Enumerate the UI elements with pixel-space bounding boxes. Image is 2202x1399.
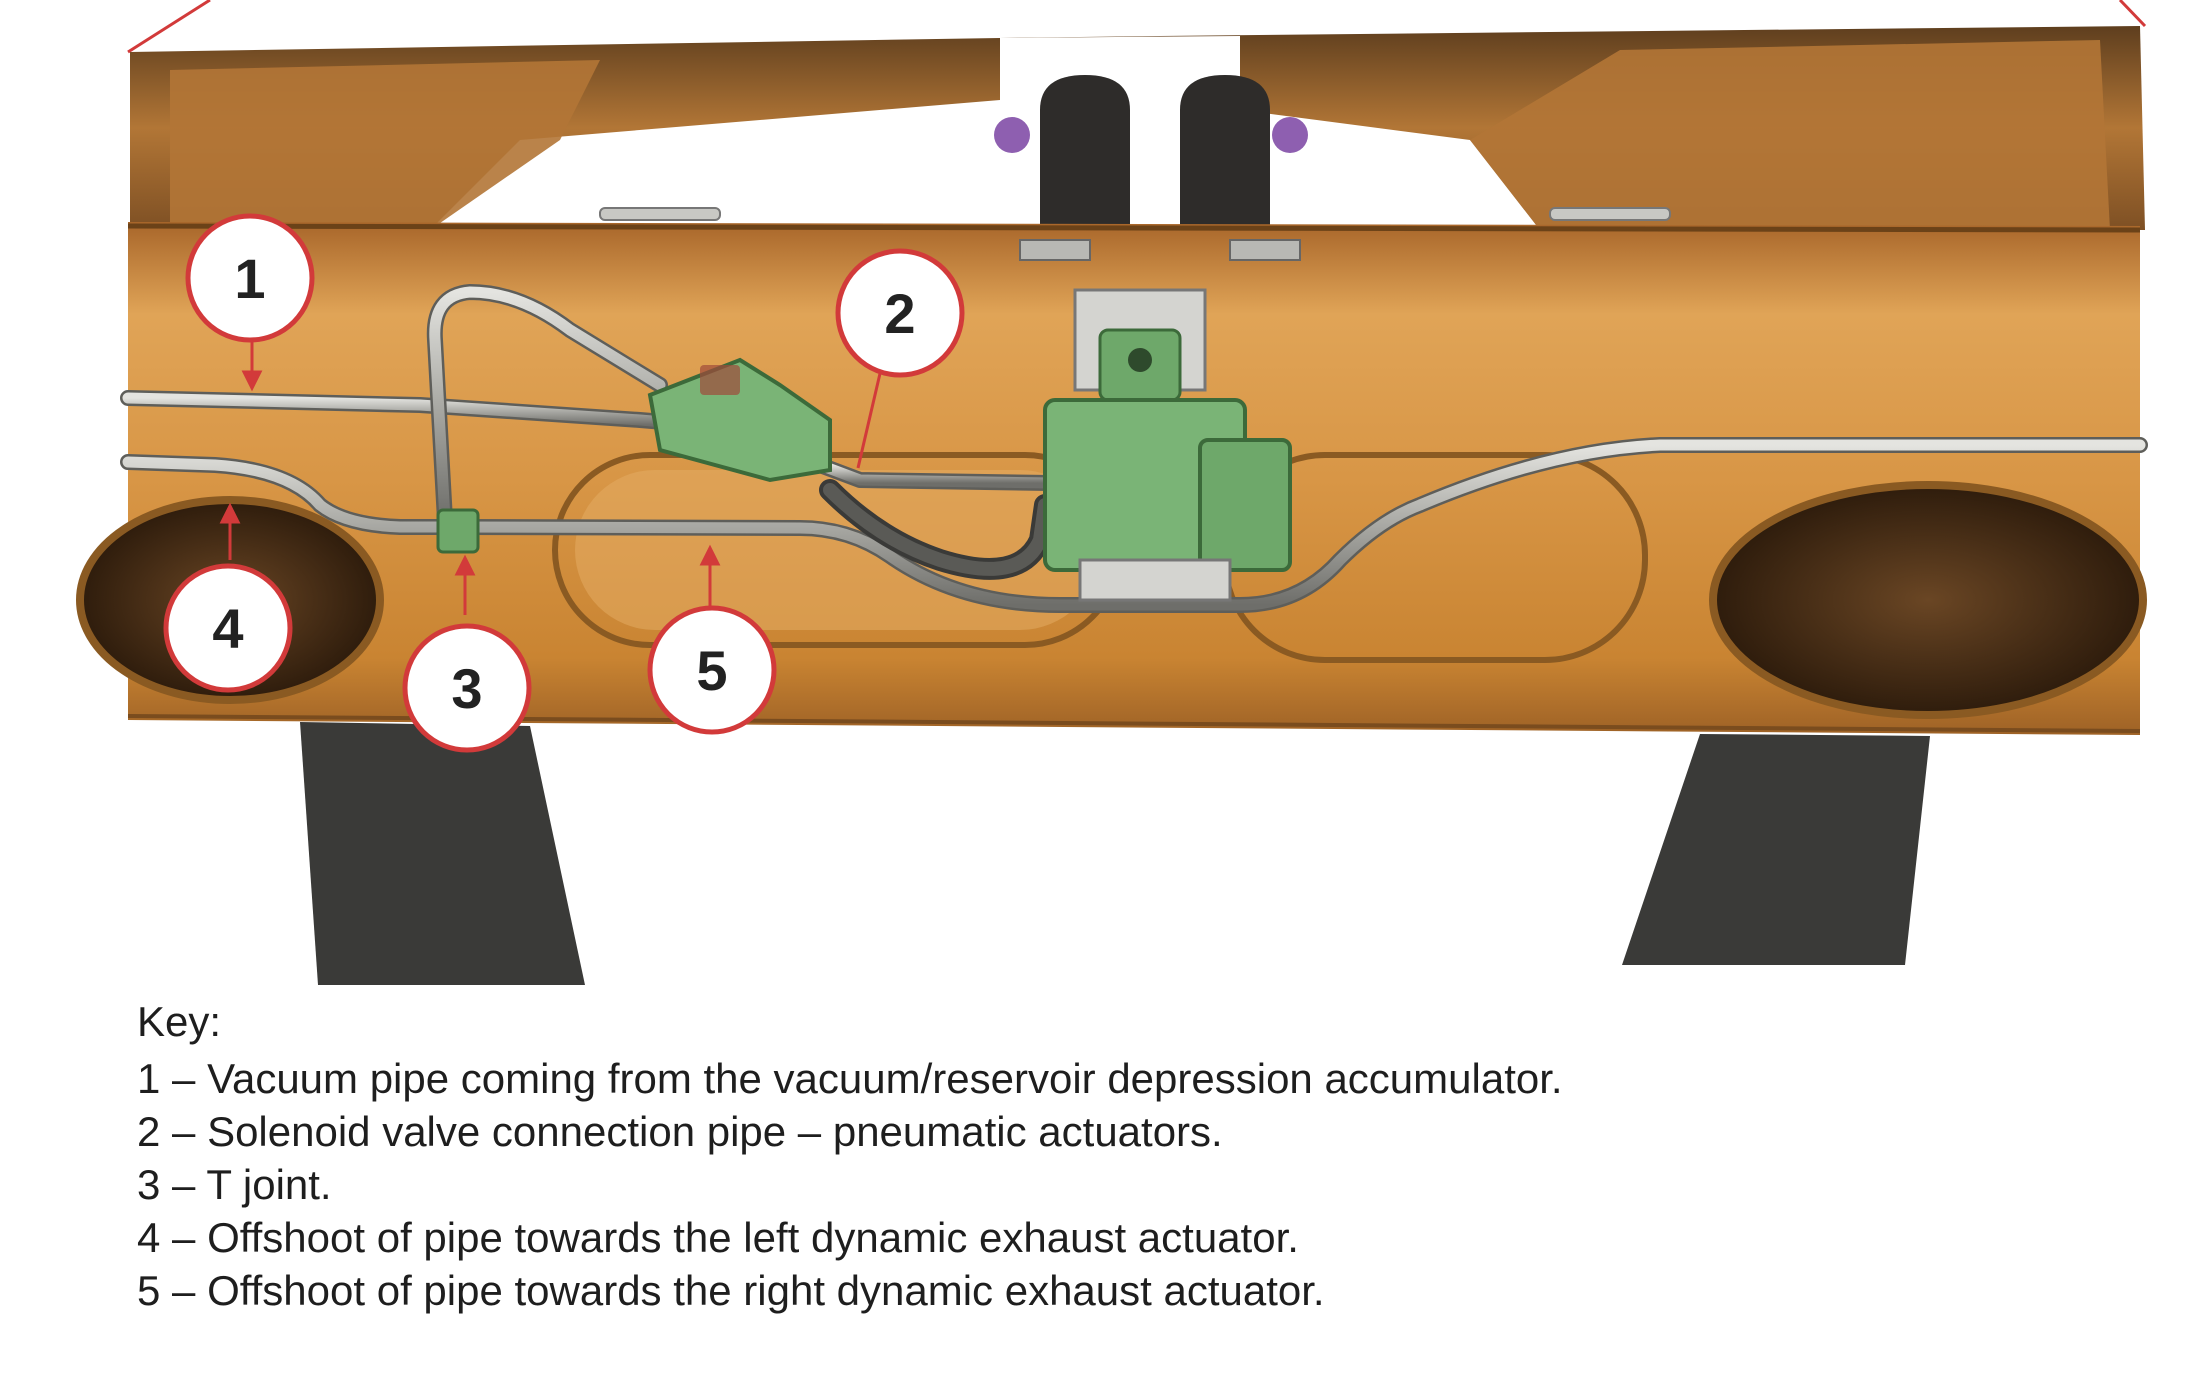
key-legend: Key: 1 – Vacuum pipe coming from the vac… xyxy=(137,995,2037,1317)
solenoid-valve xyxy=(1019,239,1301,602)
callout-5: 5 xyxy=(647,605,777,735)
clip-icon xyxy=(1272,117,1308,153)
key-item-text: Offshoot of pipe towards the right dynam… xyxy=(207,1267,1325,1314)
key-item-number: 5 xyxy=(137,1267,161,1314)
callout-1: 1 xyxy=(185,213,315,343)
clip-icon xyxy=(994,117,1030,153)
callout-4: 4 xyxy=(163,563,293,693)
t-joint xyxy=(436,508,480,554)
frame-line-left xyxy=(127,0,211,54)
key-item-text: Offshoot of pipe towards the left dynami… xyxy=(207,1214,1299,1261)
key-item-3: 3 – T joint. xyxy=(137,1158,2037,1211)
exhaust-diagram: 1 2 3 4 5 xyxy=(76,0,2148,985)
callout-1-label: 1 xyxy=(234,247,265,310)
key-item-number: 2 xyxy=(137,1108,161,1155)
callout-5-label: 5 xyxy=(696,639,727,702)
key-item-number: 3 xyxy=(137,1161,161,1208)
right-outlet xyxy=(1713,485,2143,715)
key-item-dash: – xyxy=(172,1055,196,1102)
key-item-1: 1 – Vacuum pipe coming from the vacuum/r… xyxy=(137,1052,2037,1105)
callout-3-label: 3 xyxy=(451,657,482,720)
inline-filter xyxy=(647,357,832,483)
key-item-text: Vacuum pipe coming from the vacuum/reser… xyxy=(207,1055,1563,1102)
frame-line-right xyxy=(2118,0,2147,28)
key-item-dash: – xyxy=(172,1214,196,1261)
key-item-4: 4 – Offshoot of pipe towards the left dy… xyxy=(137,1211,2037,1264)
key-item-dash: – xyxy=(172,1108,196,1155)
key-item-5: 5 – Offshoot of pipe towards the right d… xyxy=(137,1264,2037,1317)
key-heading: Key: xyxy=(137,998,222,1045)
key-item-number: 1 xyxy=(137,1055,161,1102)
key-item-dash: – xyxy=(172,1267,196,1314)
key-item-text: T joint. xyxy=(206,1161,332,1208)
key-item-number: 4 xyxy=(137,1214,161,1261)
key-item-dash: – xyxy=(172,1161,196,1208)
key-item-text: Solenoid valve connection pipe – pneumat… xyxy=(207,1108,1223,1155)
callout-2: 2 xyxy=(835,248,965,378)
callout-2-label: 2 xyxy=(884,282,915,345)
callout-3: 3 xyxy=(402,623,532,753)
callout-4-label: 4 xyxy=(212,597,243,660)
key-item-2: 2 – Solenoid valve connection pipe – pne… xyxy=(137,1105,2037,1158)
tailpipes xyxy=(300,722,1930,985)
upper-chassis xyxy=(130,26,2145,230)
